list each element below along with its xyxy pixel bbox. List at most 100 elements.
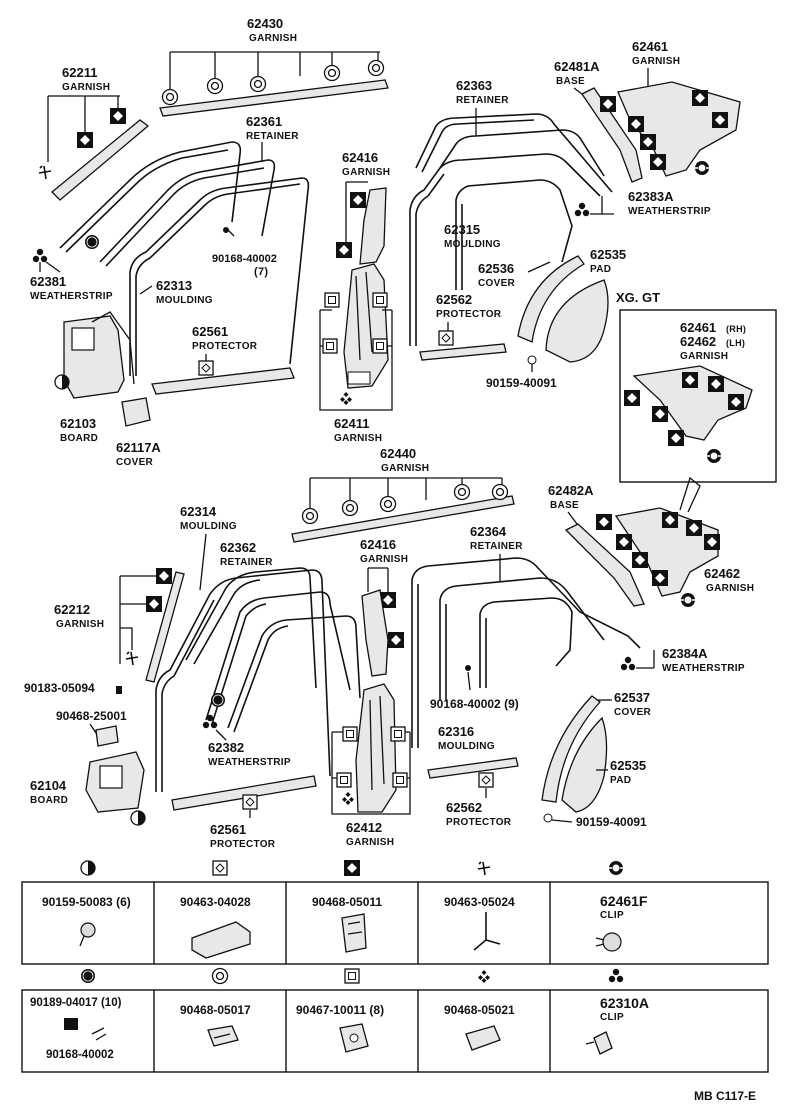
part-62381-frame (59, 141, 276, 267)
callout-90168a: 90168-40002 (7) (212, 227, 277, 278)
part-suffix: (LH) (726, 338, 745, 348)
part-62416-pillar-lower (361, 589, 389, 677)
part-number: 62212 (54, 602, 90, 617)
part-name: GARNISH (56, 619, 104, 630)
callout-62381: 62381 WEATHERSTRIP (30, 248, 113, 302)
part-name: COVER (478, 278, 516, 289)
part-name: RETAINER (220, 557, 273, 568)
callout-62103: 62103 BOARD (60, 416, 98, 444)
part-62462-garnish (596, 476, 720, 608)
callout-90468: 90468-25001 (56, 709, 127, 747)
part-62461-garnish (600, 81, 741, 177)
cross-mark-icon (477, 861, 491, 876)
part-number: 62363 (456, 78, 492, 93)
inset-title: XG. GT (616, 290, 660, 305)
part-62537-cover (541, 695, 601, 803)
part-name: WEATHERSTRIP (30, 291, 113, 302)
fastener-90468-05011 (341, 913, 367, 953)
callout-62562a: 62562 PROTECTOR (436, 292, 502, 346)
part-62411-garnish (343, 263, 389, 389)
part-62315-moulding (409, 153, 601, 346)
callout-62314: 62314 MOULDING (180, 504, 237, 591)
double-circle-icon (211, 967, 229, 985)
part-number: 62364 (470, 524, 507, 539)
part-62103-board (63, 311, 135, 399)
part-name: PROTECTOR (436, 309, 502, 320)
fastener-90468-05017 (207, 1025, 239, 1047)
fastener-90467-10011 (339, 1023, 369, 1053)
fastener-90159-icon (54, 374, 70, 390)
legend-part-number: 90468-05017 (180, 1003, 251, 1017)
legend-part-number: 90463-04028 (180, 895, 251, 909)
clip-62310A (585, 1031, 613, 1055)
callout-62535b: 62535 PAD (596, 758, 646, 786)
callout-62562b: 62562 PROTECTOR (446, 772, 512, 828)
part-name: PAD (610, 775, 631, 786)
part-number: 62382 (208, 740, 244, 755)
callout-62315: 62315 MOULDING (444, 222, 501, 250)
part-name: GARNISH (62, 82, 110, 93)
xg-gt-inset: XG. GT 62461 (RH) 62462 (LH) GARNISH (616, 290, 777, 483)
part-name: PROTECTOR (446, 817, 512, 828)
callout-62411: 62411 GARNISH (319, 292, 393, 444)
part-62363-retainer (415, 113, 613, 193)
callout-62416a: 62416 GARNISH (336, 150, 390, 258)
square-in-square-icon (344, 968, 360, 984)
part-number: 62361 (246, 114, 282, 129)
callout-90159b: 90159-40091 (543, 813, 647, 829)
part-suffix: (RH) (726, 324, 746, 334)
legend-part-number: 90189-04017 (10) (30, 997, 122, 1009)
callout-90159a: 90159-40091 (486, 355, 557, 390)
part-number: 90183-05094 (24, 681, 95, 695)
part-62430-garnish (159, 59, 389, 117)
part-62440-garnish (291, 483, 515, 543)
part-number: 90168-40002 (9) (430, 697, 519, 711)
part-62104-board (85, 751, 145, 813)
callout-62537: 62537 COVER (598, 690, 652, 718)
callout-62536: 62536 COVER (478, 261, 551, 289)
fastener-90189-icon (84, 234, 100, 250)
part-number: 62104 (30, 778, 67, 793)
part-number: 62416 (342, 150, 378, 165)
filled-square-diamond-icon (344, 860, 360, 876)
clip-62461F (595, 932, 622, 952)
fastener-90463-04028 (191, 921, 251, 959)
part-name: COVER (116, 457, 154, 468)
part-62481A-base (581, 87, 643, 183)
callout-62313: 62313 MOULDING (139, 278, 213, 306)
part-name: GARNISH (346, 837, 394, 848)
part-number: 62314 (180, 504, 217, 519)
part-number: 62535 (610, 758, 646, 773)
part-62313-moulding (129, 177, 310, 376)
part-name: RETAINER (246, 131, 299, 142)
part-number: 62315 (444, 222, 480, 237)
callout-62384A: 62384A WEATHERSTRIP (620, 646, 745, 674)
part-name: RETAINER (456, 95, 509, 106)
part-name: BASE (556, 76, 585, 87)
callout-62440: 62440 GARNISH (309, 446, 503, 510)
part-number: 62313 (156, 278, 192, 293)
part-62362-retainer (185, 567, 361, 733)
part-name: RETAINER (470, 541, 523, 552)
triple-dot-icon (608, 968, 624, 983)
part-name: GARNISH (680, 351, 728, 362)
legend-part-number: 90468-05011 (312, 895, 382, 909)
fastener-90189-icon (210, 692, 226, 708)
part-name: WEATHERSTRIP (208, 757, 291, 768)
part-name: COVER (614, 707, 652, 718)
part-number: 90159-40091 (486, 376, 557, 390)
fastener-90468-05021 (465, 1025, 501, 1051)
diagram-code: MB C117-E (694, 1089, 756, 1103)
part-name: GARNISH (342, 167, 390, 178)
callout-62363: 62363 RETAINER (456, 78, 509, 136)
part-number: 62482A (548, 483, 594, 498)
part-number: 62562 (446, 800, 482, 815)
callout-62462: 62462 GARNISH (704, 566, 754, 594)
part-name: PROTECTOR (210, 839, 276, 850)
callout-62316: 62316 MOULDING (438, 724, 495, 752)
part-number: 62117A (116, 440, 161, 455)
part-number: 62362 (220, 540, 256, 555)
part-name: GARNISH (360, 554, 408, 565)
part-number: 62416 (360, 537, 396, 552)
part-62535-pad (545, 279, 609, 363)
